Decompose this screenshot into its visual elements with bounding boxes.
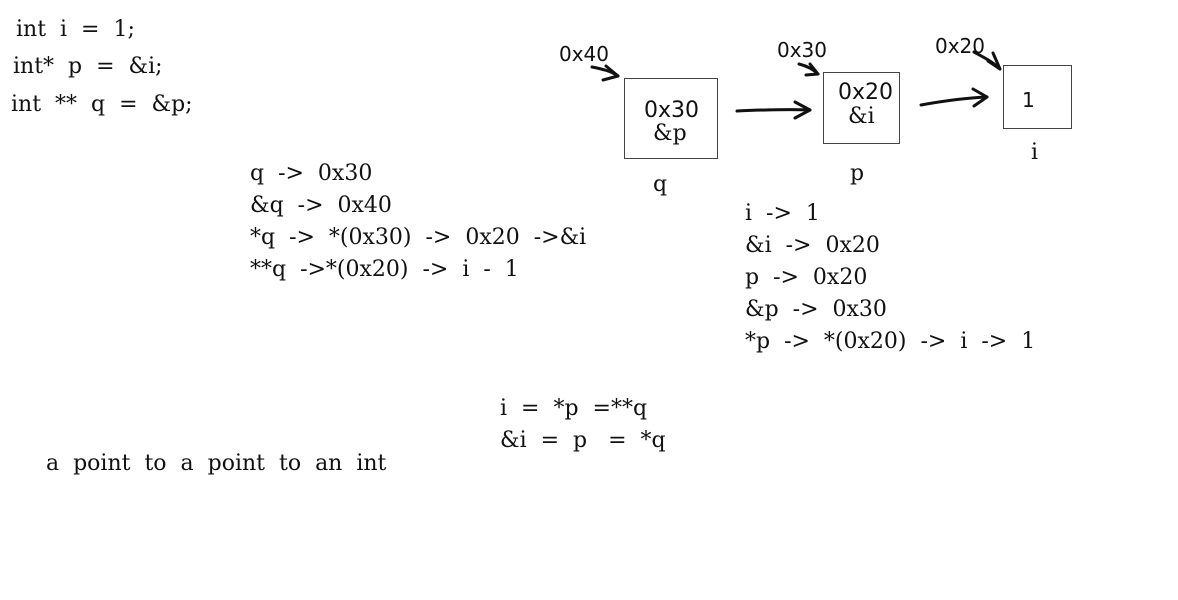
box-q-name: q — [653, 172, 668, 197]
box-p-address: 0x30 — [777, 38, 828, 62]
pointer-arrow-q-to-p-head — [793, 100, 812, 120]
box-p-name: p — [850, 161, 865, 186]
p-note-line-4: &p -> 0x30 — [745, 297, 887, 322]
box-i-address: 0x20 — [935, 34, 986, 58]
p-note-line-2: &i -> 0x20 — [745, 233, 880, 258]
code-line-int-q: int ** q = &p; — [11, 92, 193, 117]
box-p-value-ref: &i — [848, 104, 875, 129]
box-p: 0x20 &i — [823, 72, 900, 144]
box-p-value: 0x20 — [838, 80, 894, 105]
box-i-value: 1 — [1022, 88, 1035, 112]
address-arrow-p-head — [804, 62, 820, 77]
q-note-line-1: q -> 0x30 — [250, 161, 373, 186]
box-q-value-ref: &p — [653, 121, 687, 146]
pointer-arrow-q-to-p — [735, 108, 812, 113]
box-q-address: 0x40 — [559, 42, 610, 66]
pointer-arrow-p-to-i-head — [971, 87, 989, 108]
p-note-line-1: i -> 1 — [745, 201, 820, 226]
box-i-name: i — [1031, 140, 1039, 165]
code-line-int-i: int i = 1; — [16, 17, 135, 42]
p-note-line-3: p -> 0x20 — [745, 265, 868, 290]
code-line-int-p: int* p = &i; — [13, 54, 163, 79]
q-note-line-2: &q -> 0x40 — [250, 193, 392, 218]
box-q: 0x30 &p — [624, 78, 718, 159]
address-arrow-q — [590, 65, 620, 78]
p-note-line-5: *p -> *(0x20) -> i -> 1 — [745, 329, 1036, 354]
address-arrow-q-head — [601, 64, 620, 82]
box-i: 1 — [1003, 65, 1072, 129]
caption: a point to a point to an int — [46, 451, 387, 476]
q-note-line-3: *q -> *(0x30) -> 0x20 ->&i — [250, 225, 587, 250]
pointer-arrow-p-to-i — [919, 95, 989, 107]
address-arrow-i-head — [986, 51, 1002, 71]
equality-line-2: &i = p = *q — [500, 428, 666, 453]
address-arrow-p — [797, 62, 820, 76]
q-note-line-4: **q ->*(0x20) -> i - 1 — [250, 257, 519, 282]
box-q-value: 0x30 — [644, 98, 700, 123]
equality-line-1: i = *p =**q — [500, 396, 648, 421]
